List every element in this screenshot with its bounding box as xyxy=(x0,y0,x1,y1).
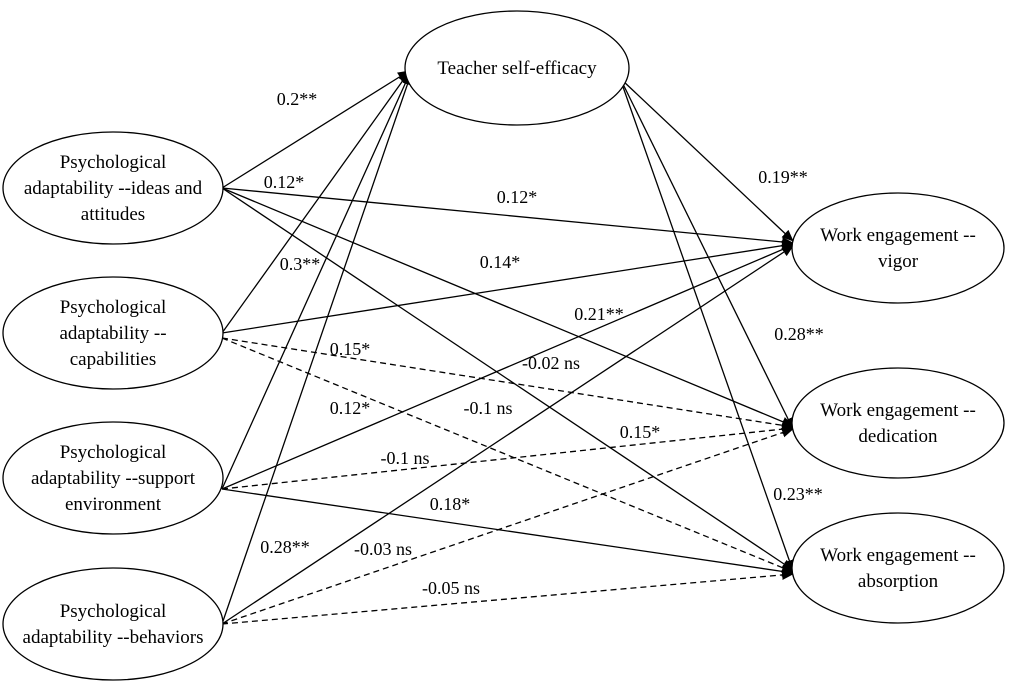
node-ellipse-pa_se xyxy=(2,421,224,535)
path-arrow-ia-v xyxy=(221,187,794,247)
path-arrow-cap-d xyxy=(221,337,794,431)
node-label-pa_cap-line-0: Psychological xyxy=(60,297,167,318)
node-ellipse-we_a xyxy=(791,512,1005,624)
path-arrow-cap-v xyxy=(221,240,794,334)
path-arrow-cap-tse xyxy=(221,71,410,334)
node-label-pa_ia-line-2: attitudes xyxy=(81,204,145,225)
path-coefficient-se-a: 0.18* xyxy=(430,494,471,514)
path-coefficient-cap-d: 0.15* xyxy=(330,339,371,359)
path-coefficient-cap-v: 0.14* xyxy=(480,252,521,272)
path-coefficient-tse-v: 0.19** xyxy=(758,167,808,187)
node-ellipse-tse xyxy=(404,10,630,126)
node-we_v: Work engagement -- vigor xyxy=(791,192,1005,304)
path-arrow-tse-v xyxy=(621,79,794,242)
node-ellipse-pa_cap xyxy=(2,276,224,390)
node-tse: Teacher self-efficacy xyxy=(404,10,630,126)
path-arrow-se-d xyxy=(221,424,794,490)
node-label-pa_se-line-0: Psychological xyxy=(60,442,167,463)
path-arrow-tse-a xyxy=(621,83,795,572)
paths-layer xyxy=(221,70,795,625)
node-we_a: Work engagement -- absorption xyxy=(791,512,1005,624)
node-ellipse-pa_ia xyxy=(2,131,224,245)
node-label-we_v-line-0: Work engagement -- xyxy=(820,225,976,246)
node-ellipse-we_v xyxy=(791,192,1005,304)
node-label-pa_cap-line-2: capabilities xyxy=(70,349,157,370)
path-arrow-beh-v xyxy=(221,245,794,625)
path-arrow-tse-d xyxy=(621,81,794,430)
path-coefficient-ia-v: 0.12* xyxy=(497,187,538,207)
path-arrow-se-a xyxy=(221,488,794,577)
node-ellipse-we_d xyxy=(791,367,1005,479)
path-arrow-se-tse xyxy=(221,72,411,490)
path-coefficient-ia-tse: 0.2** xyxy=(277,89,318,109)
node-pa_cap: Psychological adaptability -- capabilities xyxy=(2,276,224,390)
node-label-we_d-line-0: Work engagement -- xyxy=(820,400,976,421)
path-arrow-cap-a xyxy=(221,337,794,573)
node-label-tse-line-0: Teacher self-efficacy xyxy=(437,58,597,79)
node-label-pa_cap-line-1: adaptability -- xyxy=(59,323,166,344)
node-we_d: Work engagement -- dedication xyxy=(791,367,1005,479)
path-coefficient-ia-a: 0.15* xyxy=(620,422,661,442)
path-arrow-se-v xyxy=(221,244,794,490)
node-label-pa_beh-line-0: Psychological xyxy=(60,601,167,622)
path-arrow-beh-d xyxy=(221,427,794,625)
node-label-pa_se-line-1: adaptability --support xyxy=(31,468,196,489)
node-label-pa_ia-line-1: adaptability --ideas and xyxy=(24,178,203,199)
path-coefficient-cap-a: -0.1 ns xyxy=(464,398,513,418)
path-coefficient-se-v: 0.12* xyxy=(330,398,371,418)
node-label-we_d-line-1: dedication xyxy=(858,426,938,447)
path-coefficient-ia-d: 0.21** xyxy=(574,304,624,324)
path-coefficient-tse-a: 0.23** xyxy=(773,484,823,504)
node-ellipse-pa_beh xyxy=(2,567,224,681)
path-arrow-ia-a xyxy=(221,187,794,571)
path-coefficient-beh-d: -0.03 ns xyxy=(354,539,412,559)
labels-layer: 0.2** 0.12* 0.3** 0.28** 0.19** 0.28** 0.23** 0… xyxy=(260,89,824,598)
path-coefficient-se-tse: 0.3** xyxy=(280,254,321,274)
node-pa_beh: Psychological adaptability --behaviors xyxy=(2,567,224,681)
node-label-pa_beh-line-1: adaptability --behaviors xyxy=(23,627,204,648)
path-arrow-ia-d xyxy=(221,187,794,427)
node-label-we_v-line-1: vigor xyxy=(878,251,919,272)
node-label-we_a-line-1: absorption xyxy=(858,571,939,592)
node-pa_ia: Psychological adaptability --ideas and att… xyxy=(2,131,224,245)
path-coefficient-se-d: -0.1 ns xyxy=(381,448,430,468)
node-pa_se: Psychological adaptability --support envir… xyxy=(2,421,224,535)
path-coefficient-beh-v: -0.02 ns xyxy=(522,353,580,373)
path-arrow-beh-a xyxy=(221,569,794,625)
node-label-pa_se-line-2: environment xyxy=(65,494,162,515)
path-arrow-beh-tse xyxy=(221,73,413,625)
node-label-we_a-line-0: Work engagement -- xyxy=(820,545,976,566)
path-coefficient-cap-tse: 0.12* xyxy=(264,172,305,192)
node-label-pa_ia-line-0: Psychological xyxy=(60,152,167,173)
path-coefficient-beh-tse: 0.28** xyxy=(260,537,310,557)
path-coefficient-beh-a: -0.05 ns xyxy=(422,578,480,598)
path-coefficient-tse-d: 0.28** xyxy=(774,324,824,344)
path-arrow-ia-tse xyxy=(221,70,410,189)
